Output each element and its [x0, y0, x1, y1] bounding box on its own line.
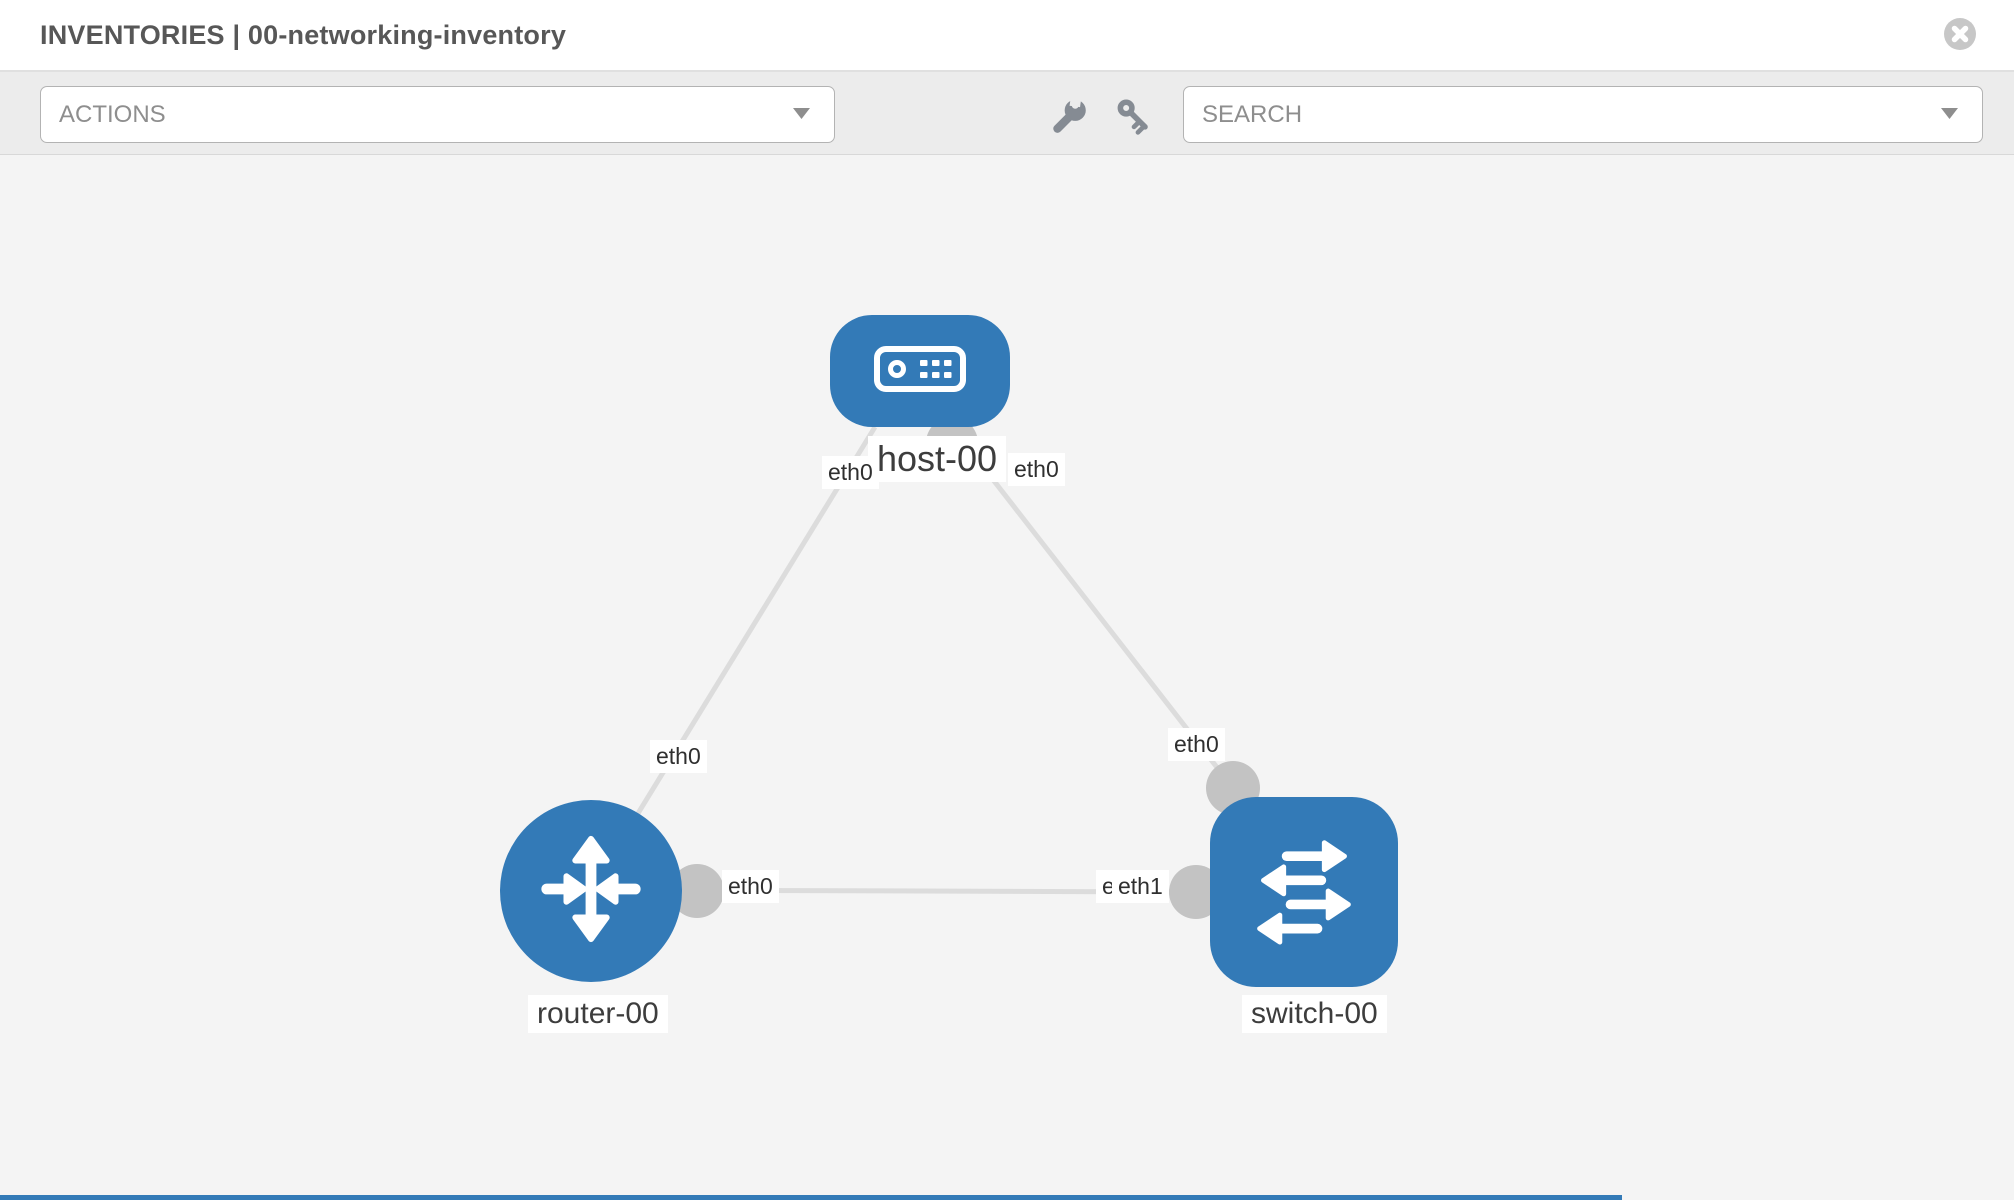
- node-label-router-00: router-00: [528, 995, 668, 1033]
- actions-dropdown[interactable]: ACTIONS: [40, 86, 835, 143]
- close-icon: [1943, 18, 1977, 54]
- search-dropdown[interactable]: SEARCH: [1183, 86, 1983, 143]
- toolbar: ACTIONS SEAR: [0, 70, 2014, 155]
- wrench-icon: [1048, 94, 1088, 140]
- iface-label-router-eth0-uplink: eth0: [650, 740, 707, 773]
- node-label-host-00: host-00: [868, 436, 1007, 482]
- page-title: INVENTORIES | 00-networking-inventory: [40, 19, 567, 50]
- breadcrumb-header: INVENTORIES | 00-networking-inventory: [0, 0, 2014, 70]
- link-host-switch[interactable]: [950, 425, 1235, 790]
- iface-label-switch-eth1: eth1: [1112, 870, 1169, 903]
- search-dropdown-label: SEARCH: [1202, 100, 1303, 128]
- topology-canvas[interactable]: host-00 router-00 switch-00 eth0 eth0 et…: [0, 155, 2014, 1200]
- iface-label-router-eth0: eth0: [722, 870, 779, 903]
- router-icon: [534, 832, 648, 951]
- tools-button[interactable]: [1046, 94, 1090, 140]
- actions-dropdown-label: ACTIONS: [59, 100, 166, 128]
- node-label-switch-00: switch-00: [1242, 995, 1387, 1033]
- iface-label-switch-eth0-uplink: eth0: [1168, 728, 1225, 761]
- chevron-down-icon: [793, 106, 810, 124]
- connector-router-right[interactable]: [670, 864, 724, 918]
- node-router-00[interactable]: [500, 800, 682, 982]
- switch-icon: [1248, 829, 1360, 956]
- bottom-accent-bar: [0, 1195, 1622, 1200]
- topology-links-layer: [588, 417, 1260, 919]
- key-icon: [1114, 98, 1154, 140]
- iface-label-host-eth0-right: eth0: [1008, 453, 1065, 486]
- chevron-down-icon: [1941, 106, 1958, 124]
- host-icon: [873, 345, 967, 398]
- connector-switch-left[interactable]: [1169, 865, 1223, 919]
- node-host-00[interactable]: [830, 315, 1010, 427]
- close-button[interactable]: [1942, 17, 1978, 53]
- switch-icon-node node-switch-00[interactable]: [1210, 797, 1398, 987]
- key-button[interactable]: [1112, 96, 1156, 140]
- iface-label-host-eth0-left: eth0: [822, 456, 879, 489]
